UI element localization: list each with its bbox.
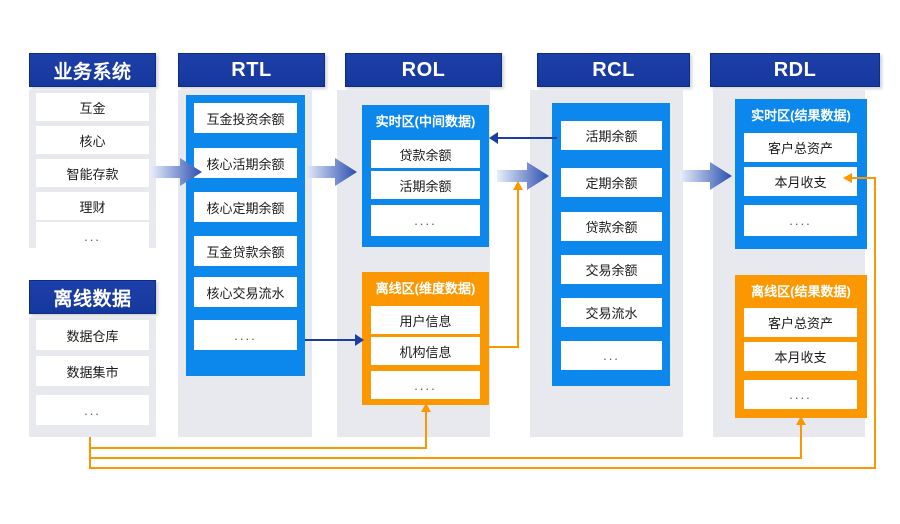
group-title-rdl-offline: 离线区(结果数据) — [751, 283, 851, 299]
connector-rcl-to-rol-arrowhead — [489, 132, 498, 144]
list-item[interactable]: 核心定期余额 — [194, 192, 297, 222]
column-header-rcl: RCL — [537, 53, 690, 87]
list-item[interactable]: .... — [371, 371, 480, 399]
list-item[interactable]: 核心交易流水 — [194, 277, 297, 307]
group-title-rol-realtime: 实时区(中间数据) — [375, 113, 476, 129]
list-item[interactable]: 本月收支 — [744, 342, 857, 371]
list-item[interactable]: 机构信息 — [371, 337, 480, 365]
list-item[interactable]: 核心 — [36, 126, 149, 154]
list-item[interactable]: 互金贷款余额 — [194, 236, 297, 266]
list-item[interactable]: 定期余额 — [561, 168, 662, 197]
list-item[interactable]: 互金 — [36, 93, 149, 121]
list-item[interactable]: ... — [561, 341, 662, 370]
column-header-business: 业务系统 — [29, 53, 156, 87]
list-item[interactable]: 交易流水 — [561, 298, 662, 327]
offline-bus-line-1-riser — [425, 412, 427, 448]
connector-rcl-to-rol — [497, 137, 557, 139]
list-item[interactable]: .... — [194, 320, 297, 350]
offline-bus-riser — [89, 437, 91, 469]
column-header-rol: ROL — [345, 53, 502, 87]
list-item[interactable]: 智能存款 — [36, 159, 149, 187]
connector-rtl-to-rol-offline — [305, 339, 357, 341]
flow-arrow-rol-to-rcl — [497, 162, 549, 190]
list-item[interactable]: 活期余额 — [371, 171, 480, 199]
list-item[interactable]: .... — [744, 205, 857, 236]
offline-bus-line-3 — [89, 467, 876, 469]
offline-bus-line-1 — [89, 447, 427, 449]
list-item[interactable]: 数据仓库 — [36, 320, 149, 350]
list-item[interactable]: 贷款余额 — [371, 140, 480, 168]
list-item[interactable]: 贷款余额 — [561, 212, 662, 241]
list-item[interactable]: 核心活期余额 — [194, 148, 297, 178]
offline-bus-line-2-arrowhead — [796, 416, 806, 425]
offline-bus-line-2 — [89, 457, 802, 459]
offline-bus-line-3-arrowhead — [843, 173, 852, 183]
list-item[interactable]: 交易余额 — [561, 255, 662, 284]
column-header-rdl: RDL — [710, 53, 880, 87]
connector-rtl-to-rol-offline-arrowhead — [355, 334, 364, 346]
offline-bus-line-2-riser — [800, 425, 802, 458]
connector-rol-offline-to-rcl-h — [489, 346, 519, 348]
list-item[interactable]: 理财 — [36, 192, 149, 220]
column-header-offline: 离线数据 — [29, 280, 156, 314]
flow-arrow-rcl-to-rdl — [680, 162, 732, 190]
offline-bus-line-3-head-h — [852, 177, 876, 179]
list-item[interactable]: 客户总资产 — [744, 133, 857, 162]
list-item[interactable]: 客户总资产 — [744, 308, 857, 337]
connector-rol-offline-to-rcl-arrowhead — [513, 181, 523, 190]
offline-bus-line-1-arrowhead — [421, 403, 431, 412]
flow-arrow-business-to-rtl — [150, 158, 202, 186]
list-item[interactable]: 本月收支 — [744, 167, 857, 196]
group-rcl-list — [552, 103, 670, 386]
flow-arrow-rtl-to-rol — [305, 158, 357, 186]
list-item[interactable]: ... — [36, 222, 149, 250]
list-item[interactable]: ... — [36, 395, 149, 425]
list-item[interactable]: 数据集市 — [36, 356, 149, 386]
list-item[interactable]: .... — [371, 205, 480, 236]
connector-rol-offline-to-rcl-v — [517, 190, 519, 348]
list-item[interactable]: .... — [744, 380, 857, 409]
offline-bus-line-3-riser — [874, 178, 876, 468]
list-item[interactable]: 互金投资余额 — [194, 103, 297, 133]
group-title-rol-offline: 离线区(维度数据) — [375, 280, 476, 296]
group-title-rdl-realtime: 实时区(结果数据) — [751, 107, 851, 123]
list-item[interactable]: 活期余额 — [561, 121, 662, 150]
column-header-rtl: RTL — [178, 53, 325, 87]
list-item[interactable]: 用户信息 — [371, 306, 480, 334]
